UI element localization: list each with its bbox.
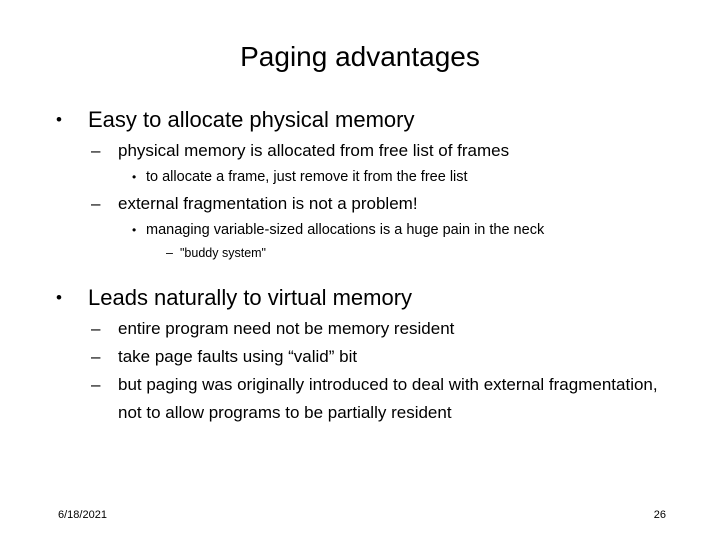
bullet-text: take page faults using “valid” bit	[118, 347, 358, 366]
bullet-level3: • to allocate a frame, just remove it fr…	[0, 165, 720, 190]
bullet-level2: – but paging was originally introduced t…	[0, 371, 720, 427]
bullet-text: external fragmentation is not a problem!	[118, 194, 418, 213]
bullet-text: "buddy system"	[180, 246, 266, 260]
bullet-level4: – "buddy system"	[0, 243, 720, 264]
bullet-level1: • Easy to allocate physical memory	[0, 104, 720, 135]
bullet-marker-icon: •	[132, 223, 137, 237]
bullet-text: physical memory is allocated from free l…	[118, 141, 510, 160]
bullet-text: managing variable-sized allocations is a…	[146, 222, 545, 238]
bullet-marker-icon: •	[132, 170, 137, 184]
bullet-level2: – external fragmentation is not a proble…	[0, 190, 720, 218]
bullet-text: Leads naturally to virtual memory	[88, 285, 413, 310]
bullet-level3: • managing variable-sized allocations is…	[0, 218, 720, 243]
slide-body: • Easy to allocate physical memory – phy…	[0, 104, 720, 427]
bullet-level2: – entire program need not be memory resi…	[0, 315, 720, 343]
page-title: Paging advantages	[240, 41, 480, 72]
bullet-text: to allocate a frame, just remove it from…	[146, 169, 468, 185]
dash-marker-icon: –	[166, 246, 173, 260]
footer-page-number: 26	[653, 509, 666, 521]
dash-marker-icon: –	[91, 141, 101, 160]
bullet-level2: – physical memory is allocated from free…	[0, 137, 720, 165]
bullet-text: Easy to allocate physical memory	[88, 107, 415, 132]
dash-marker-icon: –	[91, 319, 101, 338]
bullet-text: entire program need not be memory reside…	[118, 319, 455, 338]
bullet-text: but paging was originally introduced to …	[118, 375, 658, 422]
dash-marker-icon: –	[91, 347, 101, 366]
bullet-marker-icon: •	[56, 288, 62, 307]
dash-marker-icon: –	[91, 194, 101, 213]
footer-date: 6/18/2021	[58, 509, 107, 521]
bullet-level1: • Leads naturally to virtual memory	[0, 282, 720, 313]
section-spacer	[0, 264, 720, 282]
bullet-level2: – take page faults using “valid” bit	[0, 343, 720, 371]
dash-marker-icon: –	[91, 375, 101, 394]
bullet-marker-icon: •	[56, 110, 62, 129]
